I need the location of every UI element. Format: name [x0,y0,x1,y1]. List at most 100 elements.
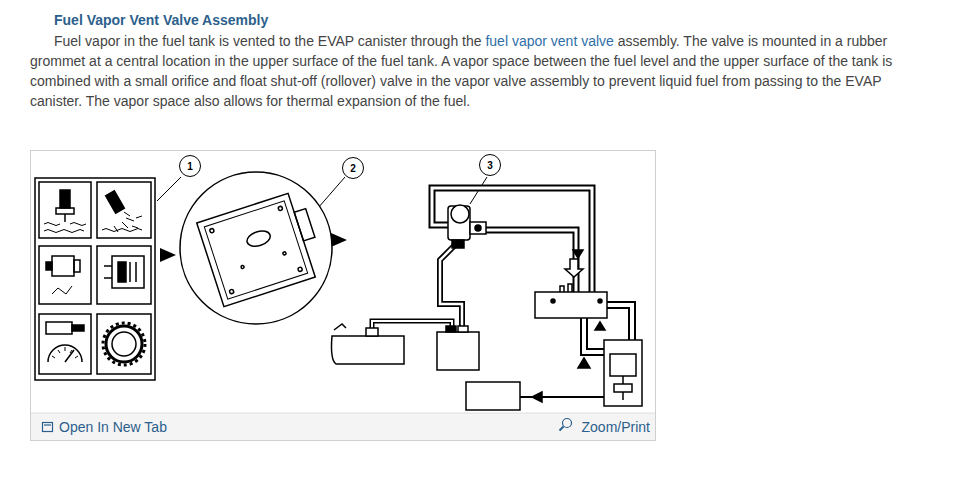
control-module-detail-g [197,190,327,307]
injector-icon-rect [56,208,74,214]
vapor-pipes-use [605,305,632,340]
relay-icon-line [104,277,112,279]
pump-gauge-icon-path [48,345,82,362]
engine-rect [614,384,632,392]
pump-gauge-icon-rect [72,325,84,331]
control-module-detail-g-circle [298,267,303,272]
vapor-pipes-use [372,321,452,332]
vent-valve [448,205,486,248]
evap-canister-rect [437,332,479,370]
injector-icon-path [44,223,86,233]
open-tab-link: Open In New Tab [59,418,167,436]
figure-frame [31,151,656,441]
sensor-icon-rect [74,260,80,272]
gear-icon-circle [112,332,136,356]
exhaust-path [578,358,590,368]
vent-valve-rect [448,206,470,240]
icon-grid-rect [39,182,91,238]
engine [604,340,642,406]
pump-gauge-icon [46,322,84,362]
control-module-detail-g-circle [209,228,214,233]
icon-grid-rect [35,178,155,380]
vapor-pipes-use [372,321,452,332]
control-module-detail-g-circle [278,206,283,211]
control-module-detail-g-circle [283,251,287,255]
vapor-pipes-use [432,188,592,292]
control-module-detail-g-ellipse [245,228,272,249]
spray-icon [102,191,142,232]
sensor-icon-rect [46,262,52,270]
exhaust-rect [466,382,520,410]
injector-icon [44,190,86,233]
vent-valve-rect [470,222,486,234]
relay-icon-line [135,262,137,282]
spray-icon-path [102,229,142,232]
gear-icon-circle [103,323,145,365]
gear-icon [103,323,145,365]
sensor-icon-rect [52,256,74,276]
fuel-tank-rect [366,328,378,336]
paragraph-text: Fuel vapor in the fuel tank is vented to… [54,33,482,49]
control-module-detail-circle [180,172,332,324]
vapor-pipes-use [584,318,604,352]
figure-frame-rect [31,151,656,441]
control-module-detail-g-rect [204,201,307,299]
leader-lines-line [157,177,181,201]
control-module-detail-g-circle [241,265,245,269]
control-module-detail-g-rect [294,209,315,241]
icon-grid-rect [39,314,91,374]
icon-grid-rect [97,246,151,304]
fuel-tank-path [332,336,405,364]
vapor-pipes [372,188,632,352]
vapor-pipes-use [486,230,576,292]
vent-valve-circle [475,225,481,231]
control-module-detail-g-rect [197,193,315,306]
spray-icon-rect [106,191,125,213]
pointer-arrows-path [331,233,347,247]
bar-icons-line [44,424,51,425]
callout-number: 2 [342,157,364,179]
throttle-body-circle [598,299,602,303]
fuel-tank-path [334,324,346,330]
control-module-detail-g-circle [229,289,234,294]
callout-text: 1 [187,161,193,172]
vapor-pipes-use [605,305,632,340]
engine-rect [604,340,642,406]
callout-text: 3 [487,160,493,171]
pointer-arrows-path [160,248,176,262]
evap-canister-rect [446,326,456,332]
relay-icon-rect [112,256,144,288]
throttle-body-path [560,284,572,292]
evap-canister-rect [458,326,468,332]
pump-gauge-icon-path [52,347,78,358]
sensor-icon [46,256,80,294]
bar-icons-circle [563,419,572,428]
vent-valve-rect [452,240,464,248]
bar-icons-line [560,427,564,431]
figure-frame-rect [31,413,655,440]
bar-icons-rect [43,423,53,432]
icon-grid-rect [97,314,151,374]
throttle-body-rect [535,292,607,318]
pump-gauge-icon-line [65,350,74,362]
sensor-icon-path [52,286,72,294]
body-paragraph: Fuel vapor in the fuel tank is vented to… [30,31,898,111]
throttle-body-circle [551,299,555,303]
figure-frame-line [31,413,655,414]
pump-gauge-icon-rect [46,322,72,334]
gear-icon-circle [106,326,142,362]
inline-link: fuel vapor vent valve [485,33,613,49]
engine-rect [610,354,636,376]
vent-valve-circle [451,205,469,223]
leader-lines-line [318,177,345,208]
vapor-pipes-use [486,230,576,292]
callout-number: 1 [179,155,201,177]
vapor-pipes-use [584,318,604,352]
exhaust-path [595,322,605,330]
control-module-detail [180,172,332,324]
injector-icon-rect [60,190,70,208]
section-title: Fuel Vapor Vent Valve Assembly [54,11,268,29]
exhaust-path [573,250,583,258]
